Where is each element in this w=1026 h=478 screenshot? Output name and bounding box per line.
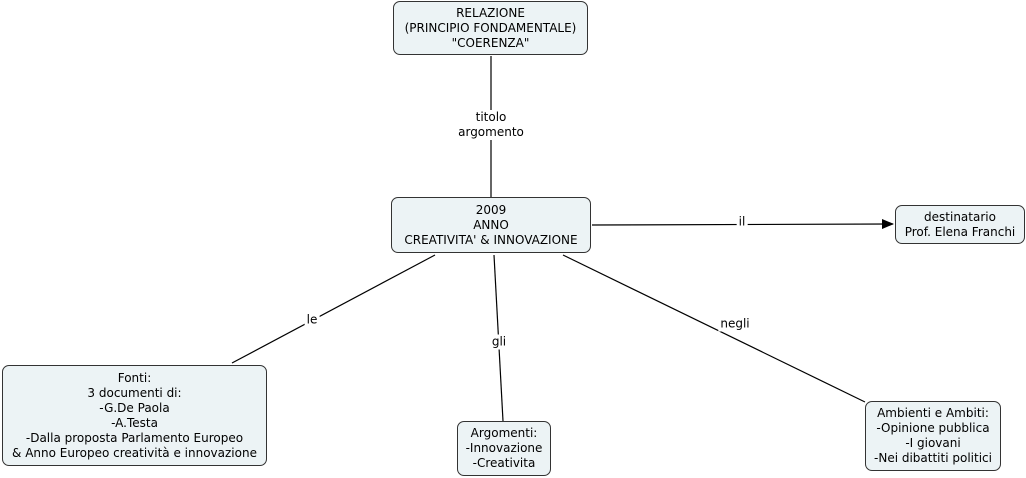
node-center-2009[interactable]: 2009 ANNO CREATIVITA' & INNOVAZIONE [391,197,591,253]
node-ambienti[interactable]: Ambienti e Ambiti: -Opinione pubblica -I… [865,401,1001,471]
connector-negli [562,254,866,403]
link-label-titolo-argomento: titolo argomento [456,110,526,140]
link-label-negli: negli [718,316,752,332]
node-argomenti[interactable]: Argomenti: -Innovazione -Creativita [457,421,551,476]
link-label-gli: gli [489,334,509,350]
node-destinatario[interactable]: destinatario Prof. Elena Franchi [895,205,1025,244]
link-label-le: le [304,312,320,328]
node-relazione[interactable]: RELAZIONE (PRINCIPIO FONDAMENTALE) "COER… [393,1,588,55]
connector-le [231,254,436,364]
node-fonti[interactable]: Fonti: 3 documenti di: -G.De Paola -A.Te… [2,365,267,466]
link-label-il: il [736,214,748,230]
